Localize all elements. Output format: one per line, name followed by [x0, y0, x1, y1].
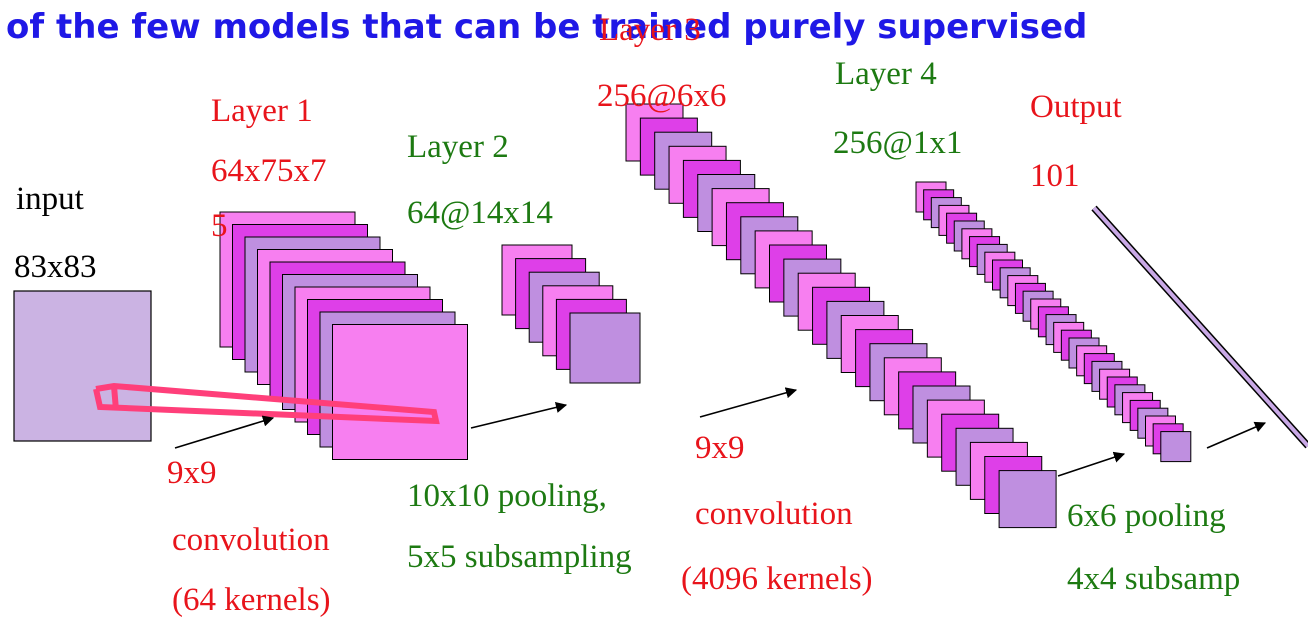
conv1-kernel-label: 9x9	[167, 455, 217, 491]
layer3-map	[998, 470, 1057, 529]
pool2-subsample-label: 4x4 subsamp	[1067, 561, 1241, 597]
layer1-label: Layer 1	[211, 93, 313, 129]
conv2-kernel-label: 9x9	[695, 430, 745, 466]
layer2-label: Layer 2	[407, 129, 509, 165]
layer1-size-label-wrap: 5	[211, 208, 228, 244]
layer4-size-label: 256@1x1	[833, 125, 963, 161]
slide-title: of the few models that can be trained pu…	[6, 7, 1088, 47]
pool1-subsample-label: 5x5 subsampling	[407, 539, 632, 575]
arrow-conv1	[174, 415, 275, 449]
layer4-feature-maps	[915, 181, 1192, 463]
conv1-count-label: (64 kernels)	[172, 582, 331, 618]
conv1-type-label: convolution	[172, 522, 330, 558]
layer4-label: Layer 4	[835, 56, 937, 92]
arrow-pool2	[1057, 451, 1126, 477]
arrow-pool1	[470, 401, 568, 429]
input-size-label: 83x83	[14, 249, 97, 285]
layer3-size-label: 256@6x6	[597, 78, 727, 114]
input-image-box	[13, 290, 152, 442]
output-layer-line-fill	[1092, 206, 1308, 448]
arrow-output	[1206, 421, 1267, 449]
layer4-map	[1160, 431, 1192, 463]
pool2-size-label: 6x6 pooling	[1067, 498, 1226, 534]
layer3-feature-maps	[625, 103, 1057, 529]
layer1-size-label: 64x75x7	[211, 153, 327, 189]
layer2-size-label: 64@14x14	[407, 195, 553, 231]
layer1-feature-maps	[219, 211, 468, 460]
output-label: Output	[1030, 89, 1122, 125]
receptive-field-projection	[93, 382, 440, 425]
layer3-label: Layer 3	[599, 12, 701, 48]
pool1-size-label: 10x10 pooling,	[407, 478, 607, 514]
layer1-map	[332, 324, 468, 460]
layer2-feature-maps	[501, 244, 641, 384]
conv2-type-label: convolution	[695, 496, 853, 532]
output-size-label: 101	[1030, 158, 1080, 194]
layer2-map	[569, 312, 641, 384]
input-label: input	[16, 181, 84, 217]
arrow-conv2	[699, 387, 798, 418]
conv2-count-label: (4096 kernels)	[681, 561, 873, 597]
